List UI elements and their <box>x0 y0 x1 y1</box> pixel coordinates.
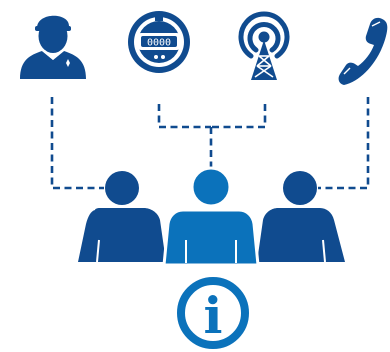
person-center <box>162 166 260 267</box>
connector-tower <box>211 104 267 129</box>
person-left <box>78 171 166 263</box>
info-icon: i <box>177 277 249 349</box>
connector-lines <box>50 97 370 190</box>
connector-phone <box>318 97 370 190</box>
connector-meter <box>157 104 211 129</box>
info-glyph: i <box>204 286 223 345</box>
people-group-icon <box>78 166 345 267</box>
technician-icon <box>20 15 86 79</box>
connector-technician <box>50 97 104 190</box>
person-right <box>257 171 345 263</box>
utility-meter-icon: 0000 <box>128 11 190 73</box>
radio-tower-icon <box>238 11 290 80</box>
telephone-icon <box>338 17 388 86</box>
meter-display-digits: 0000 <box>147 38 171 49</box>
